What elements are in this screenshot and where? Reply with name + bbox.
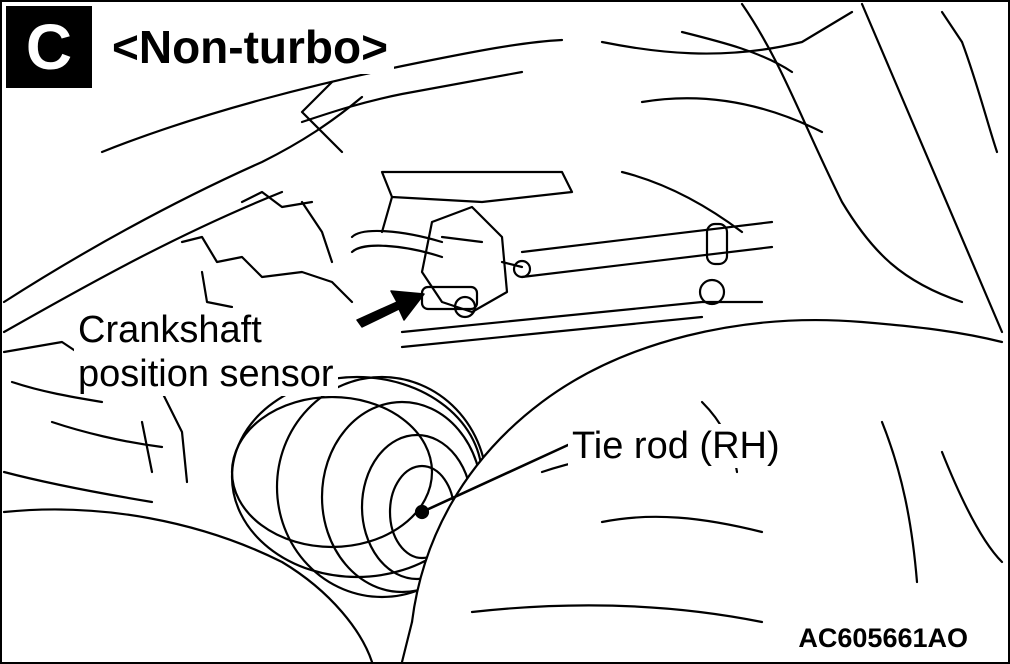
figure-badge: C <box>6 6 92 88</box>
cross-member-rail <box>520 220 774 254</box>
splash-shield <box>410 319 1004 624</box>
harness-bracket <box>380 170 574 204</box>
figure-code: AC605661AO <box>794 623 972 654</box>
crankshaft-sensor-shape <box>420 205 532 319</box>
crankshaft-label-line1: Crankshaft <box>74 308 266 352</box>
engine-block-outline <box>180 235 354 304</box>
fender-panel-outline <box>600 10 854 55</box>
figure-title: <Non-turbo> <box>106 20 394 74</box>
crankshaft-arrow <box>356 290 425 328</box>
tie-rod-label: Tie rod (RH) <box>568 424 784 468</box>
tie-rod-leader-line <box>420 443 570 514</box>
wheel-arch <box>2 508 374 662</box>
crankshaft-label-line2: position sensor <box>74 352 338 396</box>
